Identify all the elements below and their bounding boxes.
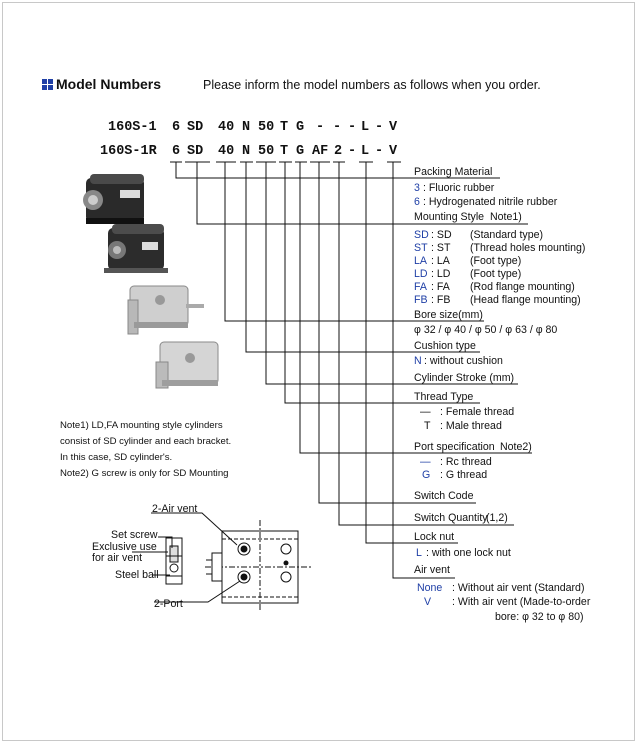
- drawing-port-label: 2-Port: [154, 598, 183, 610]
- drawing-for-air-vent-label: for air vent: [92, 553, 142, 564]
- drawing-air-vent-label: 2-Air vent: [152, 503, 197, 515]
- drawing-set-screw-label: Set screw: [111, 529, 158, 541]
- drawing-steel-ball-label: Steel ball: [115, 569, 159, 581]
